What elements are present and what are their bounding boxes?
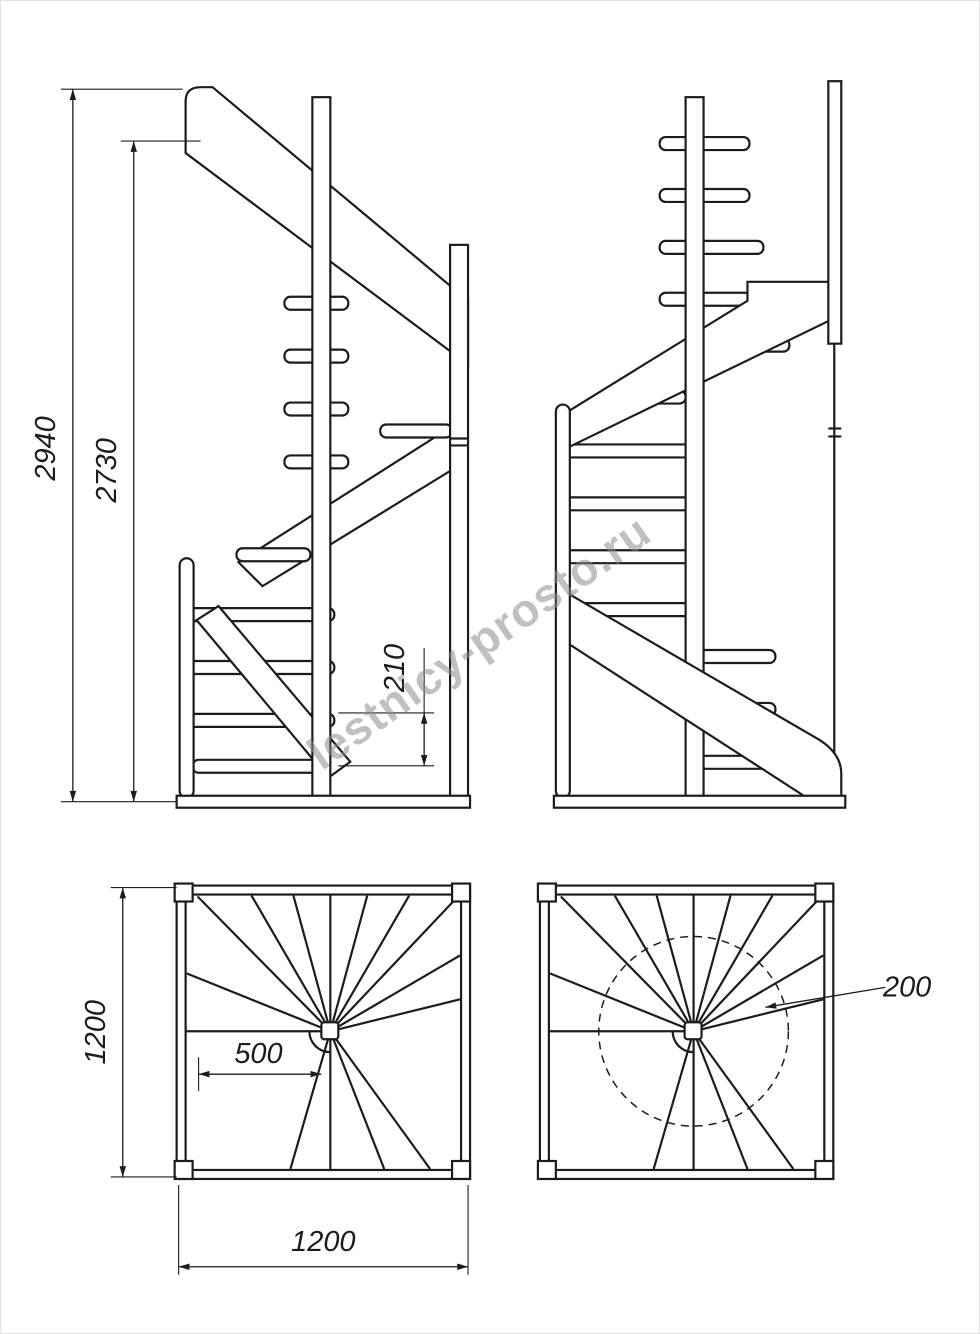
- winder-tread: [235, 547, 312, 563]
- newel-post-small: [178, 557, 195, 799]
- tread-line: [692, 895, 732, 1032]
- tread-edge: [562, 443, 693, 459]
- central-post-plan: [320, 1021, 340, 1041]
- tread-line: [196, 895, 332, 1033]
- front-elevation-view: [175, 86, 472, 809]
- tread-line: [329, 1030, 386, 1170]
- dim-label-total-height: 2940: [30, 416, 62, 481]
- tread-line: [329, 897, 457, 1033]
- floor-base: [175, 794, 472, 809]
- tread-line: [292, 895, 332, 1032]
- tread-line: [692, 1030, 749, 1170]
- right-post-upper: [827, 80, 843, 345]
- corner-post: [814, 882, 835, 903]
- tread-inner-arc: [671, 1031, 694, 1054]
- tread-line: [329, 894, 411, 1032]
- tread-line: [655, 895, 695, 1032]
- dim-label-walkline: 200: [882, 971, 931, 1003]
- dim-label-plan-depth: 1200: [80, 1000, 112, 1064]
- tread-line: [693, 998, 824, 1033]
- tread-line: [692, 894, 774, 1032]
- tread-line: [186, 972, 331, 1033]
- dim-label-clear-height: 2730: [91, 438, 123, 503]
- tread-line: [250, 894, 332, 1032]
- corner-post: [450, 882, 472, 903]
- central-post-plan: [683, 1021, 703, 1041]
- middle-stringer: [236, 435, 466, 588]
- plan-outer-wall: [175, 884, 472, 1181]
- side-elevation-view: [552, 80, 847, 809]
- corner-post: [536, 1159, 557, 1181]
- tread-edge: [658, 239, 765, 255]
- plan-inner-wall: [184, 893, 463, 1172]
- floor-base: [552, 794, 847, 809]
- corner-post: [450, 1159, 472, 1181]
- tread-line: [692, 1030, 795, 1170]
- tread-edge: [698, 648, 777, 665]
- right-post: [448, 243, 470, 799]
- tread-line: [652, 1030, 695, 1170]
- corner-post: [173, 882, 194, 903]
- leader-line-walkline: [765, 986, 886, 1009]
- dimensions: 2940 2730 210 1200 1200 500 200: [30, 88, 931, 1275]
- dim-label-plan-width: 1200: [291, 1226, 355, 1258]
- tread-line: [329, 954, 461, 1033]
- dim-label-riser: 210: [379, 644, 411, 693]
- plan-view-left: [173, 882, 472, 1181]
- plan-inner-wall: [547, 893, 826, 1172]
- plan-view-right: [536, 882, 835, 1181]
- tread-line: [329, 895, 369, 1032]
- tread-line: [330, 998, 461, 1033]
- corner-post: [814, 1159, 835, 1181]
- walk-line-circle: [598, 935, 790, 1127]
- winder-tread: [379, 423, 454, 439]
- tread-line: [613, 894, 695, 1032]
- tread-line: [289, 1030, 332, 1170]
- tread-line: [560, 895, 695, 1033]
- dim-label-landing: 500: [234, 1038, 282, 1070]
- plan-outer-wall: [538, 884, 835, 1181]
- corner-post: [173, 1159, 194, 1181]
- tread-line: [692, 897, 821, 1033]
- central-post: [311, 96, 332, 799]
- tread-line: [549, 972, 694, 1033]
- tread-inner-arc: [308, 1031, 331, 1054]
- corner-post: [536, 882, 557, 903]
- tread-line: [693, 954, 824, 1033]
- tread-line: [329, 1030, 432, 1170]
